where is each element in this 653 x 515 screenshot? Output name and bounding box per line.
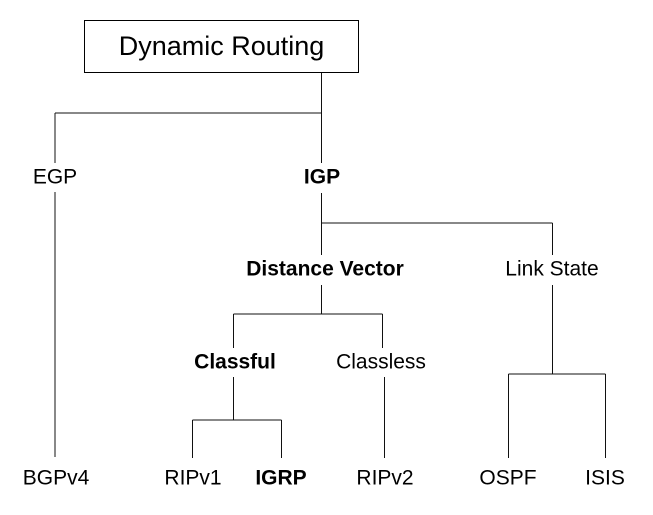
- node-egp[interactable]: EGP: [33, 167, 77, 188]
- node-ripv2-label: RIPv2: [356, 466, 414, 490]
- node-link-state[interactable]: Link State: [505, 259, 598, 280]
- node-igp-label: IGP: [303, 165, 341, 189]
- node-classless-label: Classless: [336, 350, 426, 374]
- node-ripv2[interactable]: RIPv2: [356, 468, 413, 489]
- node-egp-label: EGP: [32, 165, 78, 189]
- root-node-label: Dynamic Routing: [118, 31, 325, 61]
- node-classless[interactable]: Classless: [336, 352, 426, 373]
- node-isis[interactable]: ISIS: [585, 468, 625, 489]
- node-igrp-label: IGRP: [255, 466, 307, 490]
- node-ospf[interactable]: OSPF: [479, 468, 536, 489]
- node-bgpv4-label: BGPv4: [22, 466, 90, 490]
- node-igp[interactable]: IGP: [304, 167, 340, 188]
- node-ripv1-label: RIPv1: [164, 466, 222, 490]
- node-ripv1[interactable]: RIPv1: [164, 468, 221, 489]
- node-classful[interactable]: Classful: [194, 352, 276, 373]
- node-ospf-label: OSPF: [479, 466, 537, 490]
- node-isis-label: ISIS: [585, 466, 625, 490]
- node-distance-vector[interactable]: Distance Vector: [246, 259, 404, 280]
- root-node-dynamic-routing[interactable]: Dynamic Routing: [84, 20, 359, 73]
- node-classful-label: Classful: [194, 350, 276, 374]
- node-bgpv4[interactable]: BGPv4: [23, 468, 90, 489]
- node-igrp[interactable]: IGRP: [255, 468, 306, 489]
- node-distance-vector-label: Distance Vector: [246, 257, 404, 281]
- node-link-state-label: Link State: [505, 257, 599, 281]
